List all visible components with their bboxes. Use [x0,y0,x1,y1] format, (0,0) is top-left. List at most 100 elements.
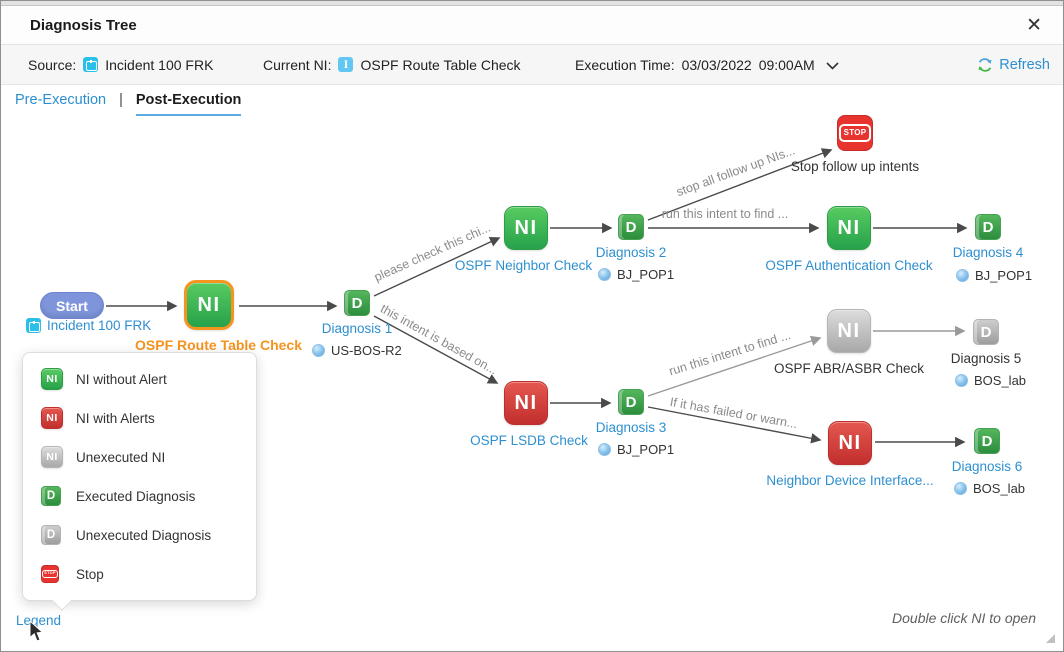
legend-label: Unexecuted Diagnosis [76,527,212,543]
execution-time-label: Execution Time: [575,56,675,73]
diagnosis-node-1[interactable]: D [344,290,370,316]
current-ni-label: Current NI: [263,56,332,73]
ni-label-ospf-lsdb-check: OSPF LSDB Check [470,433,588,448]
device-row-d4: BJ_POP1 [956,268,1032,283]
legend-popup: NI NI without Alert NI NI with Alerts NI… [22,352,257,611]
device-row-d5: BOS_lab [955,373,1026,388]
ni-node-ospf-abr-asbr-check[interactable]: NI [827,309,871,353]
window-top-edge [0,0,1064,6]
device-row-d6: BOS_lab [954,481,1025,496]
tab-separator: | [119,92,123,108]
device-globe-icon [954,482,967,495]
source-group: Source: Incident 100 FRK [28,45,213,84]
ni-label-neighbor-device-interface: Neighbor Device Interface... [766,473,934,488]
legend-item-executed-diagnosis: D Executed Diagnosis [41,485,238,507]
legend-label: NI without Alert [76,371,167,387]
d-green-icon: D [41,486,61,506]
chevron-down-icon[interactable] [826,57,839,73]
legend-label: NI with Alerts [76,410,155,426]
dialog-title: Diagnosis Tree [30,17,137,34]
ni-node-ospf-route-table-check[interactable]: NI [184,280,234,330]
ni-label-ospf-abr-asbr-check: OSPF ABR/ASBR Check [773,361,925,376]
edge-label-if-failed: If it has failed or warn... [669,395,799,431]
ni-badge-icon: I [338,57,354,72]
diagnosis-label-3: Diagnosis 3 [595,420,667,435]
refresh-label: Refresh [999,56,1050,73]
device-globe-icon [598,268,611,281]
close-icon[interactable]: ✕ [1026,15,1042,36]
execution-time-group[interactable]: Execution Time: 03/03/2022 09:00AM [575,45,839,84]
current-ni-value: OSPF Route Table Check [360,56,521,73]
device-row-d2: BJ_POP1 [598,267,674,282]
ni-node-ospf-lsdb-check[interactable]: NI [504,381,548,425]
stop-icon: STOP [41,565,59,583]
diagnosis-node-5[interactable]: D [973,319,999,345]
tree-edges: please check this chi... this intent is … [106,143,968,448]
diagnosis-node-4[interactable]: D [975,214,1001,240]
ni-green-icon: NI [41,368,63,390]
device-row-d1: US-BOS-R2 [312,343,402,358]
source-value: Incident 100 FRK [105,56,214,73]
diagnosis-label-6: Diagnosis 6 [951,459,1023,474]
device-globe-icon [312,344,325,357]
diagnosis-node-2[interactable]: D [618,214,644,240]
ni-node-ospf-neighbor-check[interactable]: NI [504,206,548,250]
refresh-icon [978,57,992,72]
device-name-d6: BOS_lab [973,481,1026,496]
legend-label: Executed Diagnosis [76,488,196,504]
ni-label-ospf-route-table-check: OSPF Route Table Check [135,337,302,353]
diagnosis-tree-canvas: please check this chi... this intent is … [0,90,1064,652]
resize-handle[interactable] [1046,634,1055,643]
device-name-d1: US-BOS-R2 [331,343,402,358]
ni-label-ospf-authentication-check: OSPF Authentication Check [765,258,933,273]
device-name-d5: BOS_lab [974,373,1027,388]
ni-label-ospf-neighbor-check: OSPF Neighbor Check [454,258,593,273]
start-source-row: Incident 100 FRK [26,318,151,333]
legend-item-unexecuted-diagnosis: D Unexecuted Diagnosis [41,524,238,546]
stop-icon: STOP [839,124,871,142]
diagnosis-node-3[interactable]: D [618,389,644,415]
ni-node-ospf-authentication-check[interactable]: NI [827,206,871,250]
ni-node-neighbor-device-interface[interactable]: NI [828,421,872,465]
d-gray-icon: D [41,525,61,545]
start-source-label: Incident 100 FRK [47,318,152,333]
tab-pre-execution[interactable]: Pre-Execution [15,92,107,108]
edge-label-run-intent-auth: run this intent to find ... [662,207,788,221]
execution-date: 03/03/2022 [681,56,752,73]
edge-label-intent-based: this intent is based on... [378,302,500,378]
ni-red-icon: NI [41,407,63,429]
tab-bar: Pre-Execution | Post-Execution [15,92,242,116]
legend-item-ni-with-alerts: NI NI with Alerts [41,407,238,429]
title-bar: Diagnosis Tree ✕ [0,7,1064,44]
device-globe-icon [956,269,969,282]
refresh-button[interactable]: Refresh [977,45,1050,84]
diagnosis-label-2: Diagnosis 2 [595,245,667,260]
legend-item-ni-without-alert: NI NI without Alert [41,368,238,390]
legend-item-unexecuted-ni: NI Unexecuted NI [41,446,238,468]
current-ni-group: Current NI: I OSPF Route Table Check [263,45,521,84]
device-name-d2: BJ_POP1 [617,267,675,282]
edge-label-please-check: please check this chi... [372,220,493,284]
device-globe-icon [955,374,968,387]
legend-label: Unexecuted NI [76,449,166,465]
footer-hint: Double click NI to open [892,610,1036,626]
legend-link[interactable]: Legend [16,613,62,628]
source-label: Source: [28,56,77,73]
diagnosis-label-5: Diagnosis 5 [950,351,1022,366]
legend-label: Stop [76,566,104,582]
execution-time-value: 09:00AM [758,56,815,73]
device-name-d4: BJ_POP1 [975,268,1033,283]
incident-icon [26,318,41,333]
stop-node-label: Stop follow up intents [790,159,920,174]
diagnosis-label-1: Diagnosis 1 [321,321,393,336]
mouse-cursor-icon [29,619,46,648]
diagnosis-node-6[interactable]: D [974,428,1000,454]
incident-icon [83,57,99,72]
ni-gray-icon: NI [41,446,63,468]
toolbar: Source: Incident 100 FRK Current NI: I O… [0,44,1064,85]
start-node[interactable]: Start [40,292,104,319]
stop-node[interactable]: STOP [837,115,873,151]
tab-post-execution[interactable]: Post-Execution [135,92,242,116]
device-row-d3: BJ_POP1 [598,442,674,457]
diagnosis-label-4: Diagnosis 4 [952,245,1024,260]
